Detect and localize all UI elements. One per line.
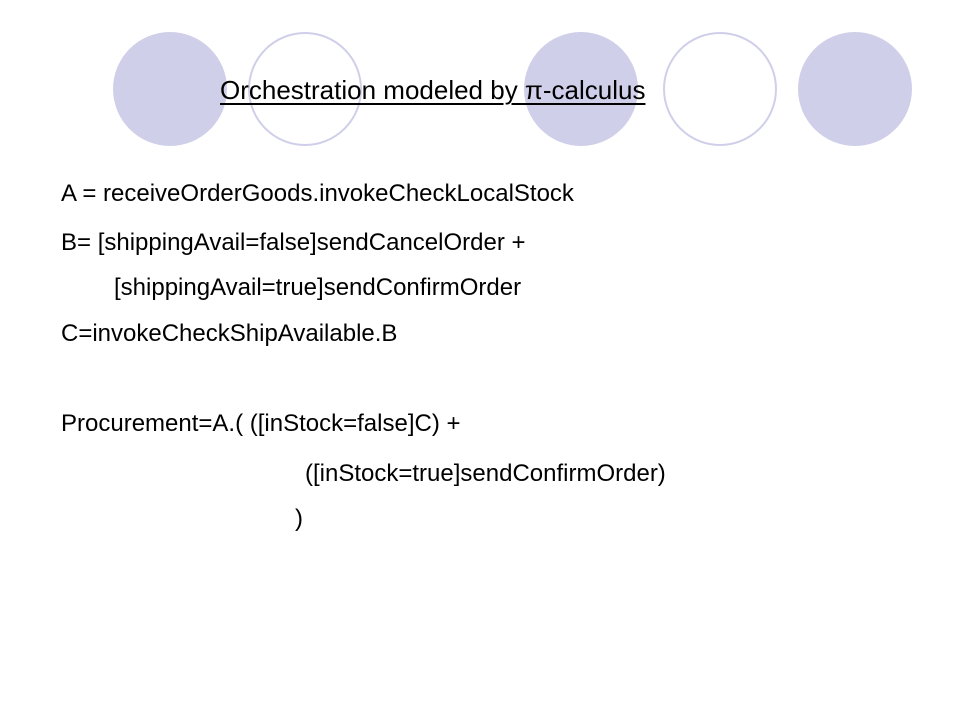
definition-b: B= [shippingAvail=false]sendCancelOrder … <box>61 229 526 256</box>
decorative-circle-outline <box>663 32 777 146</box>
definition-c: C=invokeCheckShipAvailable.B <box>61 320 398 347</box>
definition-procurement-close: ) <box>295 505 303 532</box>
decorative-circle-filled <box>798 32 912 146</box>
definition-procurement-continuation: ([inStock=true]sendConfirmOrder) <box>305 460 666 487</box>
decorative-circle-filled <box>113 32 227 146</box>
definition-procurement: Procurement=A.( ([inStock=false]C) + <box>61 410 461 437</box>
slide-title: Orchestration modeled by π-calculus <box>220 75 646 105</box>
decorative-circle-filled <box>524 32 638 146</box>
definition-b-continuation: [shippingAvail=true]sendConfirmOrder <box>114 274 522 301</box>
decorative-circle-outline <box>248 32 362 146</box>
definition-a: A = receiveOrderGoods.invokeCheckLocalSt… <box>61 180 574 207</box>
